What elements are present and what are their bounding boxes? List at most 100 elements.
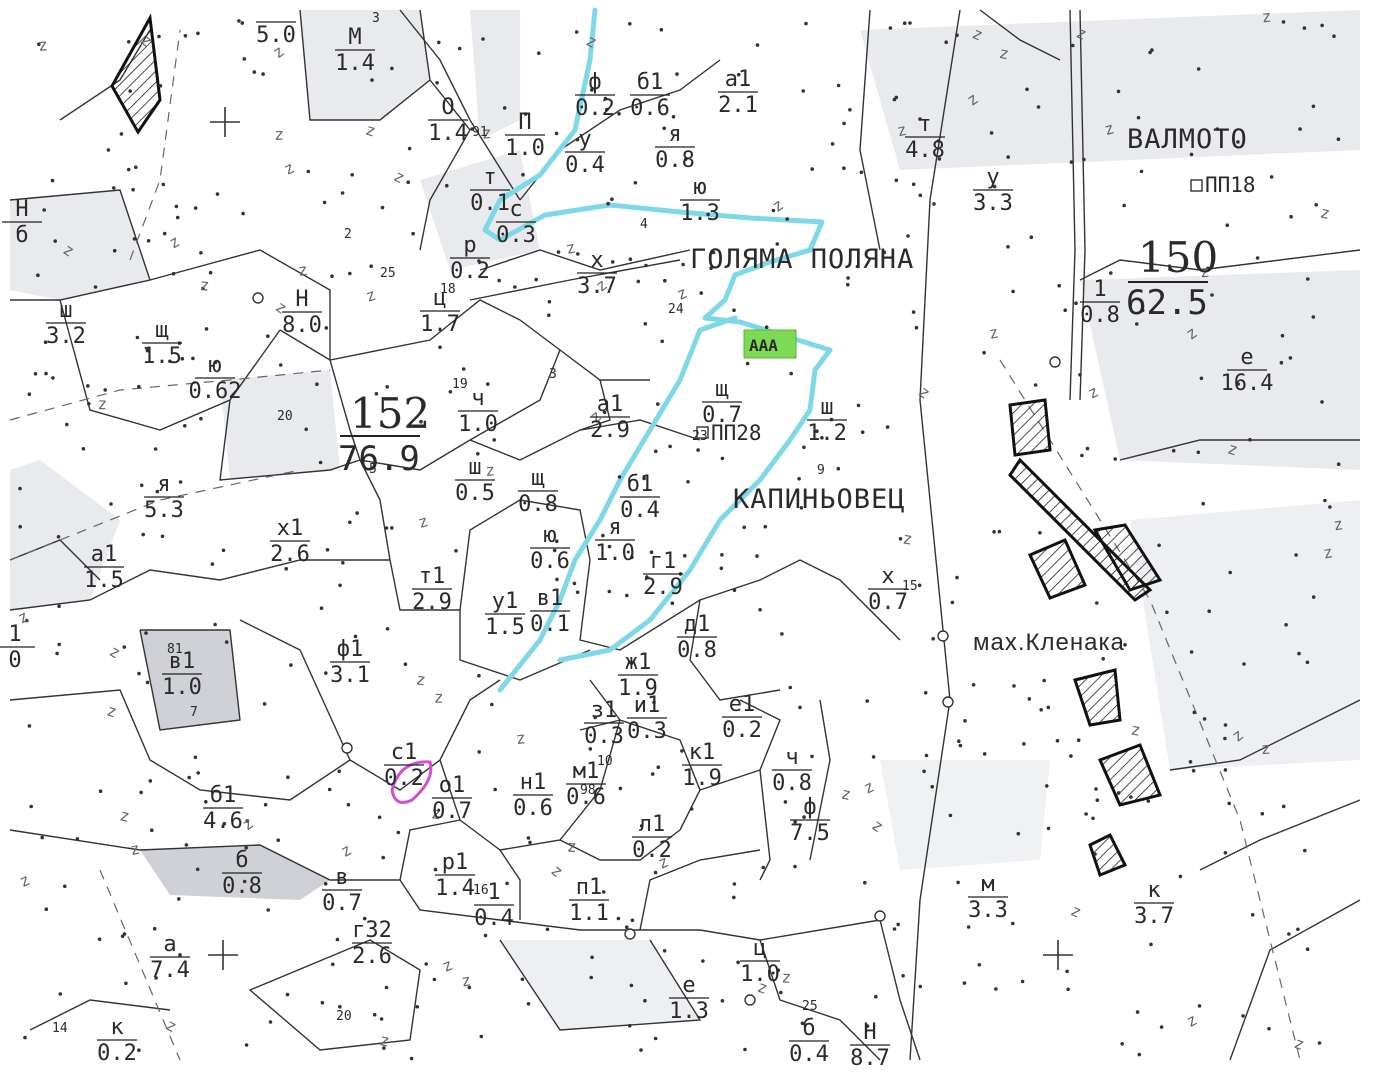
map-dot <box>1223 736 1227 741</box>
section-area: 76.9 <box>338 439 420 479</box>
map-dot <box>160 534 165 539</box>
map-dot <box>574 30 579 34</box>
map-dot <box>122 645 127 649</box>
map-dot <box>187 775 191 780</box>
map-dot <box>1197 1004 1202 1008</box>
map-dot <box>1323 498 1327 503</box>
plot-code: ш <box>820 395 833 420</box>
map-dot <box>743 1047 747 1052</box>
plot-area: 0.2 <box>632 838 672 863</box>
map-dot <box>627 1023 632 1028</box>
section-150: 150 62.5 <box>1126 233 1218 323</box>
plot-label: з10.3 <box>584 698 624 749</box>
map-dot <box>177 897 181 901</box>
map-dot <box>1029 235 1034 239</box>
map-dot <box>836 466 841 471</box>
map-dot <box>1116 89 1121 94</box>
map-dot <box>134 165 138 169</box>
map-dot <box>1294 553 1298 557</box>
plot-code: б <box>802 1016 815 1041</box>
map-dot <box>1025 87 1029 92</box>
map-dot <box>346 802 351 807</box>
map-dot <box>955 33 959 37</box>
map-dot <box>323 882 328 886</box>
vegetation-symbol: z <box>673 283 690 304</box>
plot-label: ч1.0 <box>458 386 498 437</box>
map-dot <box>855 264 860 269</box>
map-dot <box>732 588 737 593</box>
map-dot <box>957 739 961 743</box>
map-dot <box>109 502 113 506</box>
map-dot <box>55 651 59 656</box>
map-dot <box>654 449 658 454</box>
map-dot <box>1139 169 1144 174</box>
map-dot <box>1135 1010 1140 1014</box>
plot-label: с10.2 <box>384 740 424 791</box>
plot-area: 0.8 <box>772 771 812 796</box>
map-dot <box>370 78 374 82</box>
plot-code: р <box>463 233 476 258</box>
plot-label: с0.3 <box>496 197 536 248</box>
map-dot <box>763 524 768 529</box>
plot-code: а1 <box>597 392 624 417</box>
map-dot <box>43 340 48 345</box>
map-dot <box>93 285 98 289</box>
map-dot <box>590 955 594 960</box>
map-dot <box>1123 643 1127 647</box>
map-dot <box>656 765 661 769</box>
map-dot <box>1091 816 1095 821</box>
map-dot <box>57 604 61 609</box>
map-dot <box>552 548 557 553</box>
map-dot <box>432 977 437 982</box>
map-dot <box>1296 927 1300 932</box>
plot-label: 10.8 <box>1080 277 1120 328</box>
map-dot <box>477 673 481 678</box>
plot-area: 0.7 <box>702 403 742 428</box>
plot-label: ю0.62 <box>189 353 242 404</box>
plot-label: и10.3 <box>627 693 667 744</box>
map-dot <box>1279 360 1284 365</box>
map-dot <box>1320 400 1324 404</box>
vegetation-symbol: z <box>430 803 442 823</box>
map-dot <box>320 1000 325 1005</box>
place-mah-klenaka: мах.Кленака <box>973 629 1125 656</box>
plot-label: а11.5 <box>84 542 124 593</box>
map-dot <box>153 447 158 451</box>
plot-code: ю <box>208 353 221 378</box>
plot-label: л10.2 <box>632 812 672 863</box>
plot-area: 0.1 <box>530 612 570 637</box>
map-dot <box>1136 115 1141 120</box>
map-dot <box>144 631 148 635</box>
vegetation-symbol: z <box>583 31 600 52</box>
plot-code: ж1 <box>625 650 652 675</box>
plot-label: ц1.0 <box>740 936 780 987</box>
plot-area: 0.7 <box>868 590 908 615</box>
plot-area: 5.3 <box>144 498 184 523</box>
map-dot <box>137 671 141 676</box>
map-dot <box>683 554 687 558</box>
place-kapinyovets: КАПИНЬОВЕЦ <box>733 484 906 515</box>
map-dot <box>1122 203 1126 208</box>
map-dot <box>1297 651 1301 656</box>
map-dot <box>131 187 135 192</box>
map-dot <box>572 581 577 586</box>
map-dot <box>318 460 323 465</box>
plot-code: т1 <box>419 564 446 589</box>
map-dot <box>161 182 166 187</box>
map-dot <box>381 855 386 860</box>
vegetation-symbol: z <box>987 322 1000 343</box>
plot-area: 3.1 <box>330 663 370 688</box>
sample-plot-pp28: ПП28 <box>711 421 762 445</box>
map-dot <box>575 137 580 142</box>
plot-code: г1 <box>650 549 677 574</box>
map-dot <box>653 870 658 875</box>
plot-code: д1 <box>684 612 711 637</box>
plot-area: 1.4 <box>335 51 375 76</box>
plot-code: е <box>1240 345 1253 370</box>
plot-code: в1 <box>537 586 564 611</box>
plot-area: 7.5 <box>790 821 830 846</box>
plot-code: щ <box>155 318 168 343</box>
map-dot <box>278 363 283 367</box>
small-number: 14 <box>52 1021 68 1036</box>
